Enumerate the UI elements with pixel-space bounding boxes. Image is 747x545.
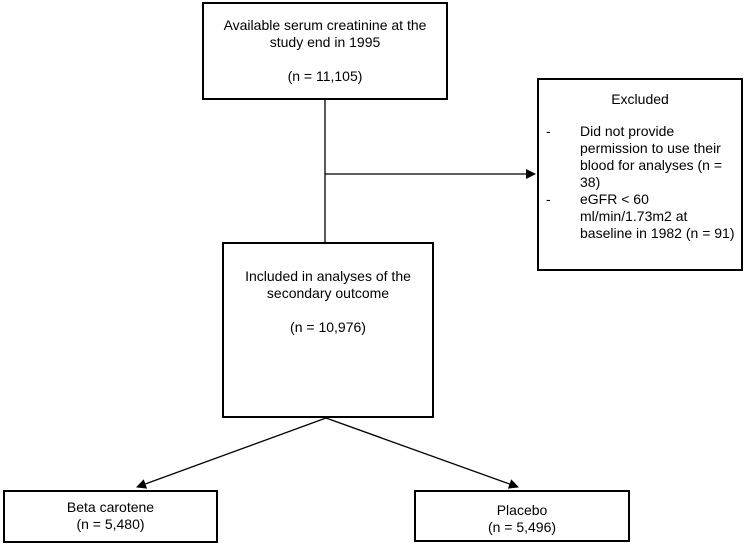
included-box: Included in analyses of the secondary ou… xyxy=(222,242,434,418)
excluded-item-text: eGFR < 60 ml/min/1.73m2 at baseline in 1… xyxy=(580,191,735,241)
included-line1: Included in analyses of the xyxy=(245,268,411,284)
excluded-box: Excluded - Did not provide permission to… xyxy=(537,78,743,271)
connector-to-beta-carotene xyxy=(136,417,327,489)
included-line2: secondary outcome xyxy=(266,285,390,301)
excluded-item-permission: - Did not provide permission to use thei… xyxy=(545,123,735,191)
list-dash: - xyxy=(546,191,551,207)
beta-carotene-count: (n = 5,480) xyxy=(76,516,145,532)
excluded-item-egfr: - eGFR < 60 ml/min/1.73m2 at baseline in… xyxy=(545,191,735,242)
available-creatinine-line2: study end in 1995 xyxy=(269,34,381,50)
placebo-box: Placebo (n = 5,496) xyxy=(414,490,630,542)
beta-carotene-box: Beta carotene (n = 5,480) xyxy=(3,490,218,543)
available-creatinine-line1: Available serum creatinine at the xyxy=(223,17,427,33)
excluded-list: - Did not provide permission to use thei… xyxy=(545,123,735,242)
list-dash: - xyxy=(546,123,551,139)
beta-carotene-label: Beta carotene xyxy=(66,499,155,515)
placebo-count: (n = 5,496) xyxy=(487,519,557,535)
available-creatinine-box: Available serum creatinine at the study … xyxy=(202,2,448,100)
included-count: (n = 10,976) xyxy=(290,319,366,335)
connector-to-placebo xyxy=(325,417,519,489)
excluded-title: Excluded xyxy=(611,91,669,107)
placebo-label: Placebo xyxy=(496,502,548,518)
available-creatinine-count: (n = 11,105) xyxy=(287,68,363,84)
excluded-item-text: Did not provide permission to use their … xyxy=(580,123,723,190)
